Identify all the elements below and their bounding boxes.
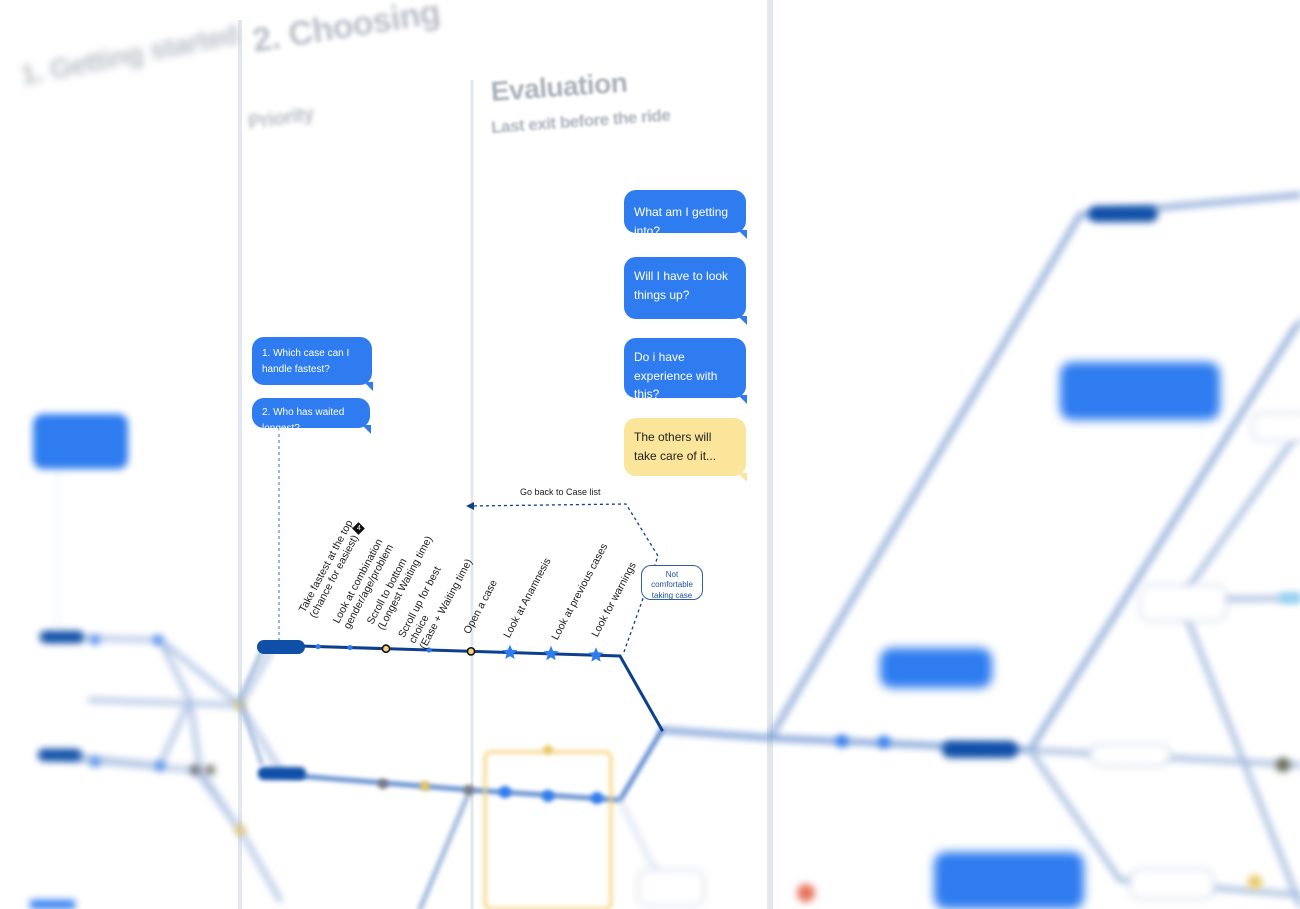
station-star-icon [502, 644, 518, 659]
metro-stations-lower [258, 745, 613, 909]
main-metro-line [237, 398, 664, 766]
evaluation-question-look-things-up: Will I have to look things up? [624, 257, 747, 325]
metro-line-lower [260, 728, 664, 909]
station-dot-marker [315, 643, 321, 650]
go-back-to-case-list-label: Go back to Case list [520, 487, 601, 497]
priority-question-fastest: 1. Which case can I handle fastest? [252, 337, 373, 391]
station-dot-marker [347, 644, 353, 651]
not-comfortable-note: Not comfortable taking case [641, 565, 703, 600]
priority-question-longest: 2. Who has waited longest? [252, 398, 371, 434]
evaluation-question-experience: Do i have experience with this? [624, 338, 747, 404]
blurred-bubble-left [30, 414, 128, 909]
station-markers [315, 643, 604, 662]
metro-stations-left [38, 631, 245, 835]
station-dot-marker [426, 647, 432, 653]
station-star-icon [588, 647, 604, 662]
evaluation-question-getting-into: What am I getting into? [624, 190, 747, 239]
evaluation-thought-others: The others will take care of it... [624, 418, 747, 482]
metro-stations-right [637, 206, 1300, 907]
blurred-bubbles-right [880, 240, 1300, 909]
count-badge-number: 4 [357, 525, 361, 532]
main-line-start-pill [257, 640, 305, 654]
station-star-icon [543, 645, 559, 661]
column-dividers [238, 0, 773, 909]
station-ring-marker [381, 644, 391, 654]
station-ring-marker [466, 646, 476, 656]
